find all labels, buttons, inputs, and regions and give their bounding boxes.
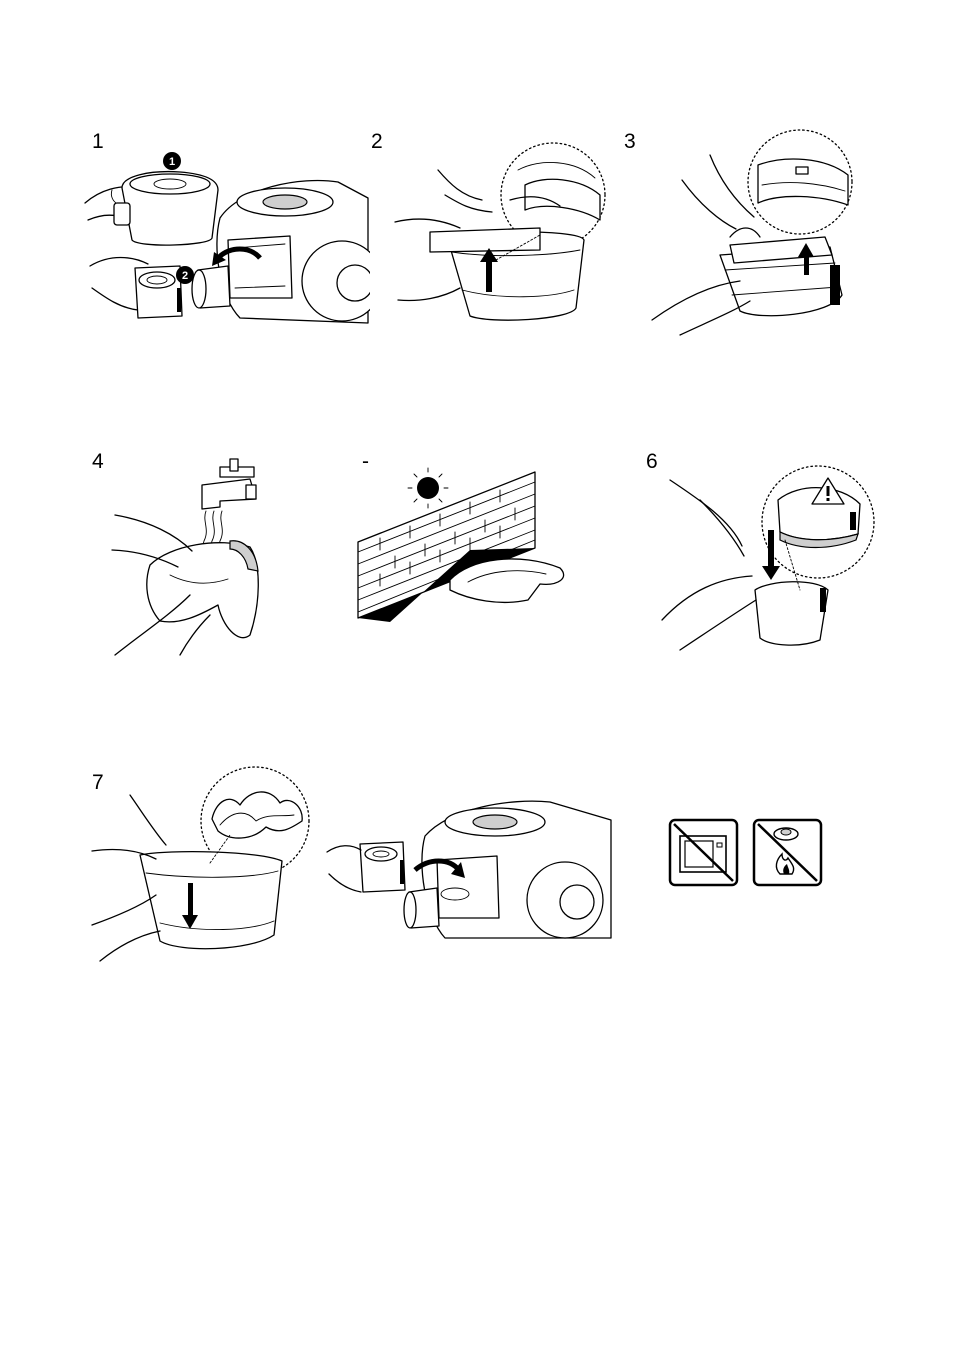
step-2-illustration xyxy=(390,140,620,335)
step-1-illustration: 1 2 xyxy=(80,148,370,328)
step-7-illustration xyxy=(90,765,320,965)
step-4-illustration xyxy=(110,455,280,660)
no-heat-dry-icon xyxy=(752,818,823,887)
svg-text:1: 1 xyxy=(169,156,175,168)
svg-text:2: 2 xyxy=(182,270,188,282)
no-microwave-icon xyxy=(668,818,739,887)
sun-icon xyxy=(408,468,448,508)
step-3-illustration xyxy=(650,125,860,340)
step-6-illustration xyxy=(660,460,875,660)
step-badge-1: 1 xyxy=(163,152,181,170)
step-number-3: 3 xyxy=(624,131,636,152)
step-number-2: 2 xyxy=(371,131,383,152)
step-badge-2: 2 xyxy=(176,266,194,284)
step-number-4: 4 xyxy=(92,451,104,472)
step-5-illustration xyxy=(350,460,575,630)
step-8-illustration xyxy=(325,790,615,940)
faucet-icon xyxy=(202,459,256,509)
step-number-6: 6 xyxy=(646,451,658,472)
